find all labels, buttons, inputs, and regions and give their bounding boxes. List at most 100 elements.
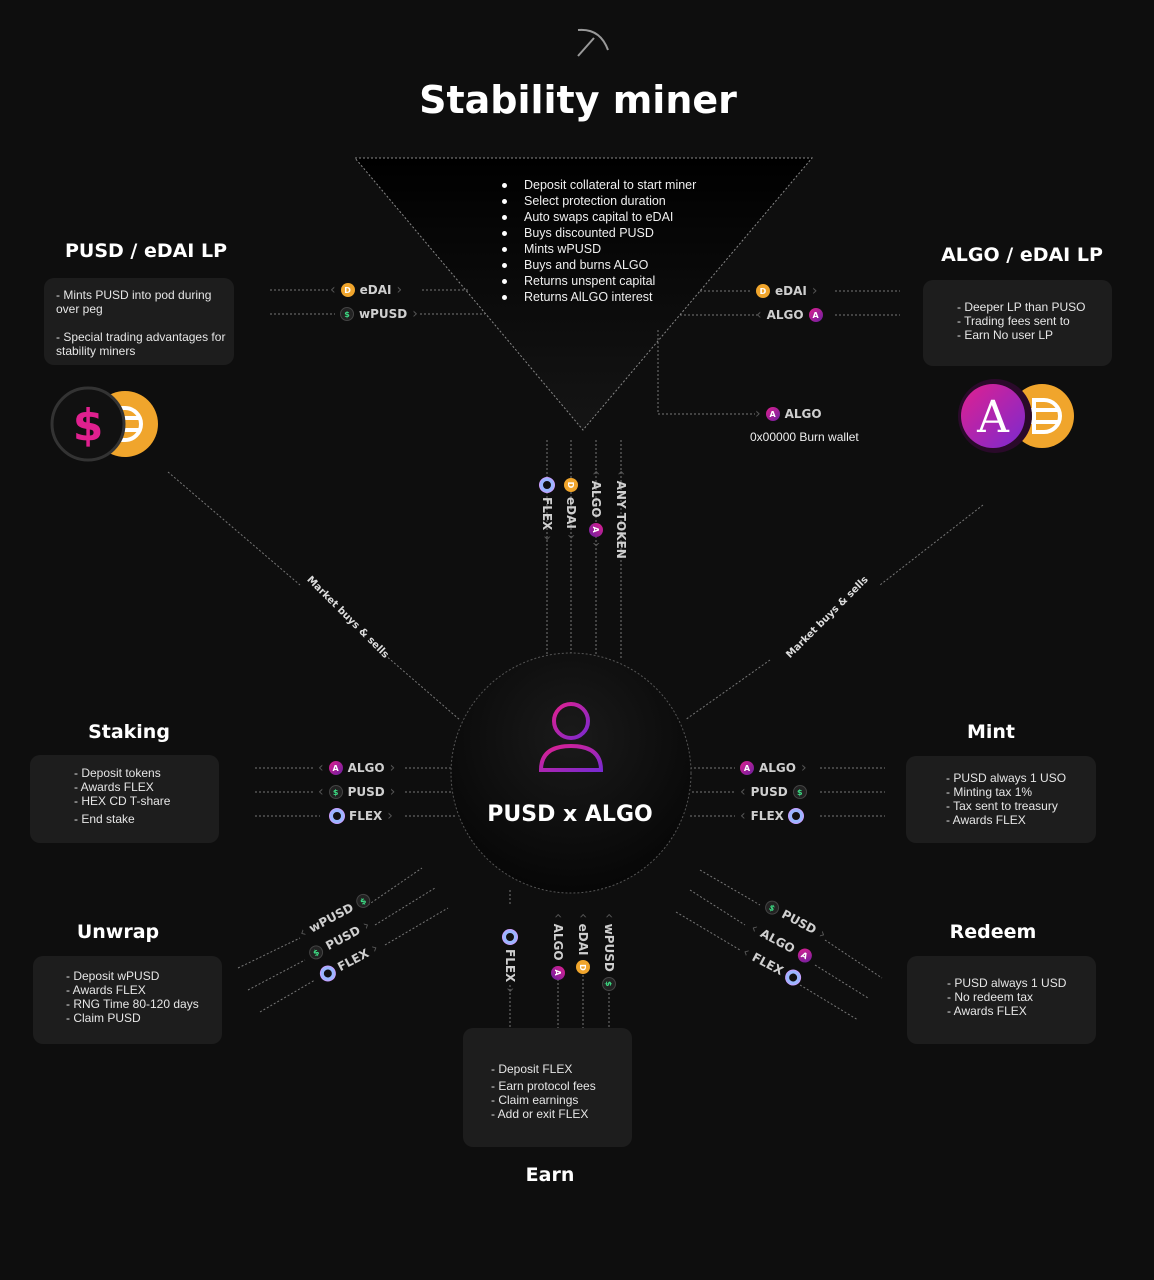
step: Mints wPUSD [500, 241, 696, 257]
algo-icon: A [808, 308, 823, 322]
token-wpusd: $wPUSD› [340, 306, 418, 322]
step: Deposit collateral to start miner [500, 177, 696, 193]
flex-icon [330, 809, 344, 823]
pusd-icon: $ [328, 785, 343, 799]
token-label: eDAI [775, 284, 807, 298]
line: over peg [56, 302, 103, 316]
staking-card: - Deposit tokens - Awards FLEX - HEX CD … [30, 755, 219, 843]
line: - End stake [74, 812, 135, 826]
token-flex: FLEX› [502, 930, 518, 993]
token-label: ALGO [759, 761, 796, 775]
page-title: Stability miner [419, 78, 737, 122]
token-flex: FLEX› [539, 478, 555, 541]
flex-icon [503, 930, 517, 944]
step: Select protection duration [500, 193, 696, 209]
redeem-card: - PUSD always 1 USD - No redeem tax - Aw… [907, 956, 1096, 1044]
pusd-lp-card: - Mints PUSD into pod during over peg - … [44, 278, 234, 365]
edai-icon: D [340, 283, 355, 297]
pusd-coin-icon: $ [50, 386, 158, 462]
staking-title: Staking [88, 721, 170, 743]
line: - Minting tax 1% [946, 785, 1033, 799]
step: Returns unspent capital [500, 273, 696, 289]
token-pusd: ‹$PUSD› [318, 784, 396, 800]
flex-icon [540, 478, 554, 492]
line: - Awards FLEX [74, 780, 154, 794]
algo-icon: A [765, 407, 780, 421]
redeem-title: Redeem [949, 921, 1037, 943]
line: - Mints PUSD into pod during [56, 288, 212, 302]
token-label: FLEX [349, 809, 383, 823]
line: - Deeper LP than PUSO [957, 300, 1086, 314]
token-label: ALGO [766, 308, 804, 322]
line: - Claim earnings [491, 1093, 579, 1107]
line: - Earn protocol fees [491, 1079, 596, 1093]
user-icon [538, 702, 604, 772]
miner-steps: Deposit collateral to start miner Select… [500, 177, 696, 305]
token-label: eDAI [564, 497, 578, 529]
line: - Deposit tokens [74, 766, 161, 780]
flex-icon [788, 809, 803, 823]
center-label: PUSD x ALGO [487, 802, 653, 827]
algo-icon: A [740, 761, 754, 775]
line: - Add or exit FLEX [491, 1107, 589, 1121]
burn-wallet-label: 0x00000 Burn wallet [750, 430, 859, 444]
line: stability miners [56, 344, 136, 358]
line: - Awards FLEX [946, 813, 1026, 827]
line: - PUSD always 1 USD [947, 976, 1067, 990]
line: - Tax sent to treasury [946, 799, 1058, 813]
line: - Earn No user LP [957, 328, 1054, 342]
line: - Awards FLEX [66, 983, 146, 997]
token-label: FLEX [540, 497, 554, 531]
line: - RNG Time 80-120 days [66, 997, 199, 1011]
line: - Awards FLEX [947, 1004, 1027, 1018]
algo-lp-title: ALGO / eDAI LP [941, 244, 1103, 266]
token-label: FLEX [503, 949, 517, 983]
line: - Special trading advantages for [56, 330, 226, 344]
line: - Trading fees sent to [957, 314, 1070, 328]
line: - HEX CD T-share [74, 794, 171, 808]
unwrap-title: Unwrap [76, 921, 160, 943]
line: - No redeem tax [947, 990, 1034, 1004]
mint-card: - PUSD always 1 USO - Minting tax 1% - T… [906, 756, 1096, 843]
token-wpusd: ‹wPUSD$ [601, 913, 617, 991]
mint-title: Mint [966, 721, 1016, 743]
algo-coin-icon: A [958, 379, 1074, 453]
algo-icon: A [589, 522, 603, 537]
step: Returns AlLGO interest [500, 289, 696, 305]
token-label: ALGO [347, 761, 385, 775]
pusd-lp-title: PUSD / eDAI LP [64, 240, 228, 262]
token-flex: ‹FLEX [740, 808, 803, 824]
svg-text:$: $ [73, 400, 104, 451]
token-any: ‹ANY TOKEN [613, 470, 629, 559]
token-label: eDAI [359, 283, 392, 297]
pusd-icon: $ [602, 976, 616, 991]
token-label: ALGO [551, 923, 565, 961]
edai-icon: D [756, 284, 770, 298]
token-label: eDAI [576, 923, 590, 956]
pusd-icon: $ [340, 307, 354, 321]
algo-icon: A [551, 965, 565, 980]
token-label: wPUSD [602, 923, 616, 972]
line: - Deposit wPUSD [66, 969, 160, 983]
edai-icon: D [576, 960, 590, 975]
step: Buys and burns ALGO [500, 257, 696, 273]
unwrap-card: - Deposit wPUSD - Awards FLEX - RNG Time… [33, 956, 222, 1044]
algo-lp-card: - Deeper LP than PUSO - Trading fees sen… [923, 280, 1112, 366]
token-label: PUSD [347, 785, 385, 799]
line: - Claim PUSD [66, 1011, 141, 1025]
step: Buys discounted PUSD [500, 225, 696, 241]
token-label: ALGO [589, 480, 603, 518]
token-label: ANY TOKEN [614, 480, 628, 559]
line: - Deposit FLEX [491, 1062, 573, 1076]
earn-title: Earn [525, 1164, 575, 1186]
algo-icon: A [328, 761, 343, 775]
token-label: ALGO [784, 407, 822, 421]
